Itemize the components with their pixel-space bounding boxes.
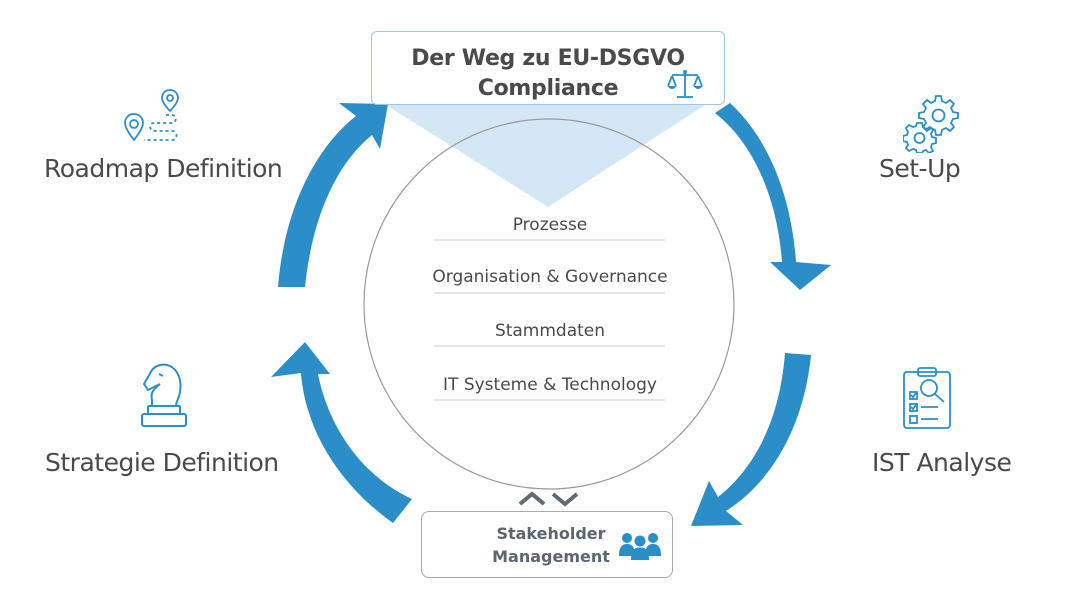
cycle-arrow-setup: [715, 103, 831, 290]
scale-icon: [667, 70, 703, 98]
gears-icon: [903, 95, 959, 153]
stakeholder-line-1: Stakeholder: [496, 524, 606, 543]
center-item-organisation: Organisation & Governance: [432, 267, 668, 287]
phase-ist-label: IST Analyse: [872, 448, 1012, 477]
page-title: Der Weg zu EU-DSGVO Compliance: [372, 44, 724, 104]
center-item-prozesse: Prozesse: [512, 215, 588, 235]
chess-knight-icon: [141, 363, 187, 427]
center-circle: [363, 118, 735, 490]
people-group-icon: [619, 533, 661, 560]
cycle-arrow-strategie: [271, 342, 412, 523]
clipboard-search-icon: [903, 367, 951, 429]
map-route-icon: [124, 89, 179, 142]
stakeholder-line-2: Management: [492, 547, 610, 566]
cycle-arrow-roadmap: [278, 103, 388, 287]
phase-roadmap-label: Roadmap Definition: [44, 154, 283, 183]
title-funnel: [383, 103, 708, 207]
stakeholder-box: Stakeholder Management: [421, 511, 673, 578]
center-item-it-systeme: IT Systeme & Technology: [443, 375, 657, 395]
cycle-arrow-ist: [691, 353, 811, 526]
title-line-1: Der Weg zu EU-DSGVO: [411, 46, 685, 71]
title-line-2: Compliance: [477, 76, 619, 101]
phase-strategie-label: Strategie Definition: [45, 448, 279, 477]
title-box: Der Weg zu EU-DSGVO Compliance: [371, 31, 725, 105]
phase-setup-label: Set-Up: [879, 154, 961, 183]
center-item-stammdaten: Stammdaten: [494, 321, 606, 341]
stakeholder-label: Stakeholder Management: [476, 522, 626, 568]
chevron-up-down-icon[interactable]: [518, 491, 579, 507]
